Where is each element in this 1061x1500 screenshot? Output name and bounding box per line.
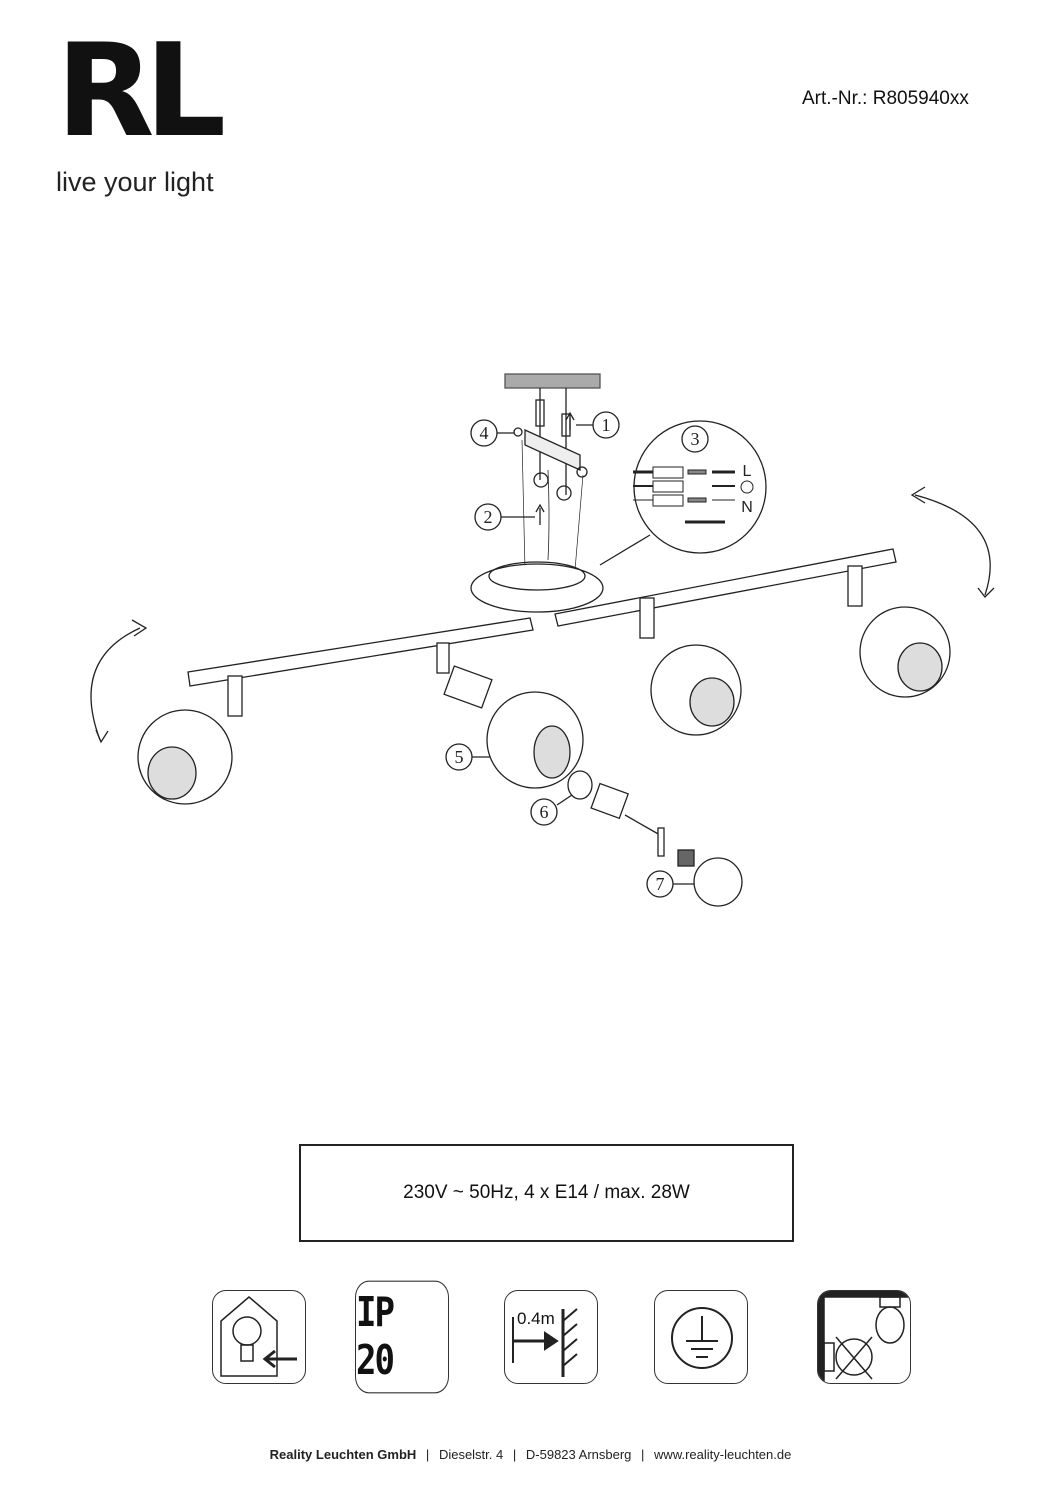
- bar-left: [187, 617, 534, 687]
- part-number-2: 2: [484, 507, 493, 527]
- city-address: D-59823 Arnsberg: [525, 1447, 632, 1462]
- wire-live-label: L: [743, 463, 752, 480]
- part-number-5: 5: [455, 747, 464, 767]
- separator: |: [425, 1447, 430, 1462]
- part-label-3: [681, 425, 709, 453]
- ip-rating-icon: IP 20: [355, 1280, 449, 1394]
- part-number-4: 4: [480, 423, 489, 443]
- article-number: Art.-Nr.: R805940xx: [802, 88, 969, 109]
- ip-rating-text: IP 20: [356, 1289, 395, 1385]
- part-label-2: [474, 503, 535, 531]
- part-label-4: [470, 419, 514, 447]
- separator: |: [512, 1447, 517, 1462]
- mounting-bracket: [524, 428, 581, 472]
- ceiling-mount-only-icon: [817, 1290, 911, 1384]
- part-number-7: 7: [656, 874, 665, 894]
- min-distance-icon: 0.4m: [504, 1290, 598, 1384]
- ceiling-plate: [504, 373, 601, 389]
- part-number-3: 3: [691, 429, 700, 449]
- part-label-1: [576, 411, 620, 439]
- protective-earth-icon: [654, 1290, 748, 1384]
- separator: |: [641, 1447, 645, 1462]
- electrical-spec-box: 230V ~ 50Hz, 4 x E14 / max. 28W: [299, 1144, 794, 1242]
- brand-tagline: live your light: [56, 167, 214, 197]
- company-name: Reality Leuchten GmbH: [269, 1447, 417, 1462]
- part-number-1: 1: [602, 415, 611, 435]
- part-number-6: 6: [540, 802, 549, 822]
- min-distance-text: 0.4m: [517, 1309, 555, 1328]
- replaceable-bulb-icon: [212, 1290, 306, 1384]
- street-address: Dieselstr. 4: [438, 1447, 504, 1462]
- website-link[interactable]: www.reality-leuchten.de: [654, 1447, 792, 1462]
- assembly-diagram: 1 2 3 4 5 6 7 L N: [90, 373, 995, 907]
- bar-right: [554, 548, 897, 627]
- canopy: [470, 563, 604, 613]
- part-label-6: [530, 794, 573, 826]
- wire-neutral-label: N: [741, 499, 753, 516]
- wiring-callout: [633, 420, 767, 554]
- brand-logo: RL: [56, 17, 226, 166]
- electrical-spec-text: 230V ~ 50Hz, 4 x E14 / max. 28W: [403, 1182, 690, 1203]
- part-label-7: [646, 870, 694, 898]
- footer-address: Reality Leuchten GmbH | Dieselstr. 4 | D…: [0, 1447, 1061, 1462]
- part-label-5: [445, 743, 490, 771]
